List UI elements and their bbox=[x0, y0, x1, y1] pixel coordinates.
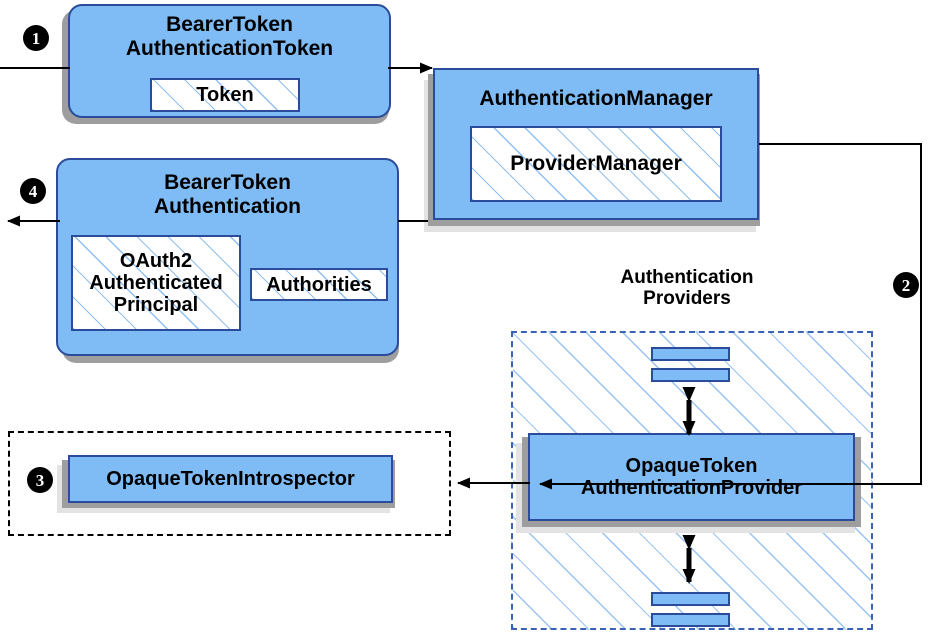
provider-stack-bar-top-1 bbox=[651, 347, 730, 361]
bearer-token-authentication-title: BearerToken Authentication bbox=[154, 171, 301, 218]
opaque-token-provider-title: OpaqueToken AuthenticationProvider bbox=[580, 454, 803, 499]
provider-stack-bar-bottom-2 bbox=[651, 613, 730, 627]
node-opaque-token-introspector[interactable]: OpaqueTokenIntrospector bbox=[68, 455, 393, 503]
opaque-token-introspector-container bbox=[8, 431, 451, 536]
authentication-manager-title: AuthenticationManager bbox=[479, 87, 713, 110]
marker-step-1: 1 bbox=[23, 25, 49, 51]
bearer-token-authentication-token-title: BearerToken AuthenticationToken bbox=[125, 13, 334, 60]
inner-box-provider-manager: ProviderManager bbox=[470, 126, 722, 202]
provider-stack-bar-top-2 bbox=[651, 368, 730, 382]
inner-box-token: Token bbox=[150, 78, 300, 112]
node-opaque-token-authentication-provider[interactable]: OpaqueToken AuthenticationProvider bbox=[528, 433, 855, 521]
marker-step-2: 2 bbox=[893, 272, 919, 298]
provider-stack-bar-bottom-1 bbox=[651, 592, 730, 606]
authentication-providers-label: Authentication Providers bbox=[620, 267, 754, 310]
inner-box-oauth2-authenticated-principal: OAuth2 Authenticated Principal bbox=[71, 235, 241, 331]
opaque-token-introspector-title: OpaqueTokenIntrospector bbox=[106, 467, 355, 490]
inner-box-authorities: Authorities bbox=[250, 268, 388, 301]
marker-step-3: 3 bbox=[27, 467, 53, 493]
marker-step-4: 4 bbox=[20, 178, 46, 204]
